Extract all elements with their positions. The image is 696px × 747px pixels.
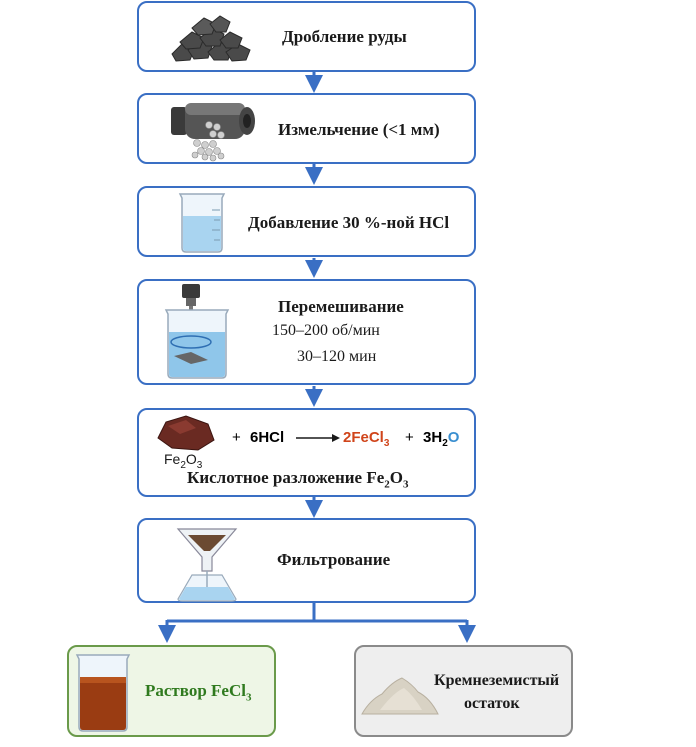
hematite-ore-icon (157, 415, 215, 451)
ball-mill-icon (171, 103, 255, 162)
beaker-icon (178, 193, 226, 253)
reaction-product-fecl3: 2FeCl3 (343, 429, 390, 449)
filter-funnel-icon (176, 528, 238, 602)
reaction-arrow (296, 434, 340, 442)
step-grinding-label: Измельчение (<1 мм) (278, 120, 440, 139)
step-stirring-time: 30–120 мин (297, 348, 377, 365)
step-stirring-title: Перемешивание (278, 297, 404, 316)
step-stirring-speed: 150–200 об/мин (272, 322, 380, 339)
output-solution-label: Раствор FeCl3 (145, 681, 252, 704)
step-reaction-label: Кислотное разложение Fe2O3 (187, 468, 409, 491)
output-residue-line1: Кремнеземистый (434, 672, 560, 689)
output-residue (354, 645, 573, 737)
fecl3-beaker-icon (75, 654, 131, 732)
reaction-hcl: 6HCl (250, 429, 285, 446)
reaction-product-water: 3H2O (423, 429, 460, 449)
step-acid-label: Добавление 30 %-ной HCl (248, 213, 450, 232)
reaction-reactant-fe2o3: Fe2O3 (164, 451, 203, 471)
reaction-plus-2: + (405, 429, 414, 446)
output-residue-line2: остаток (464, 695, 520, 712)
step-crushing (137, 1, 476, 72)
ore-rocks-icon (171, 15, 251, 62)
step-crushing-label: Дробление руды (282, 27, 407, 46)
step-filtering-label: Фильтрование (277, 550, 391, 569)
stirrer-beaker-icon (164, 284, 230, 379)
silica-residue-icon (361, 677, 439, 715)
reaction-plus-1: + (232, 429, 241, 446)
